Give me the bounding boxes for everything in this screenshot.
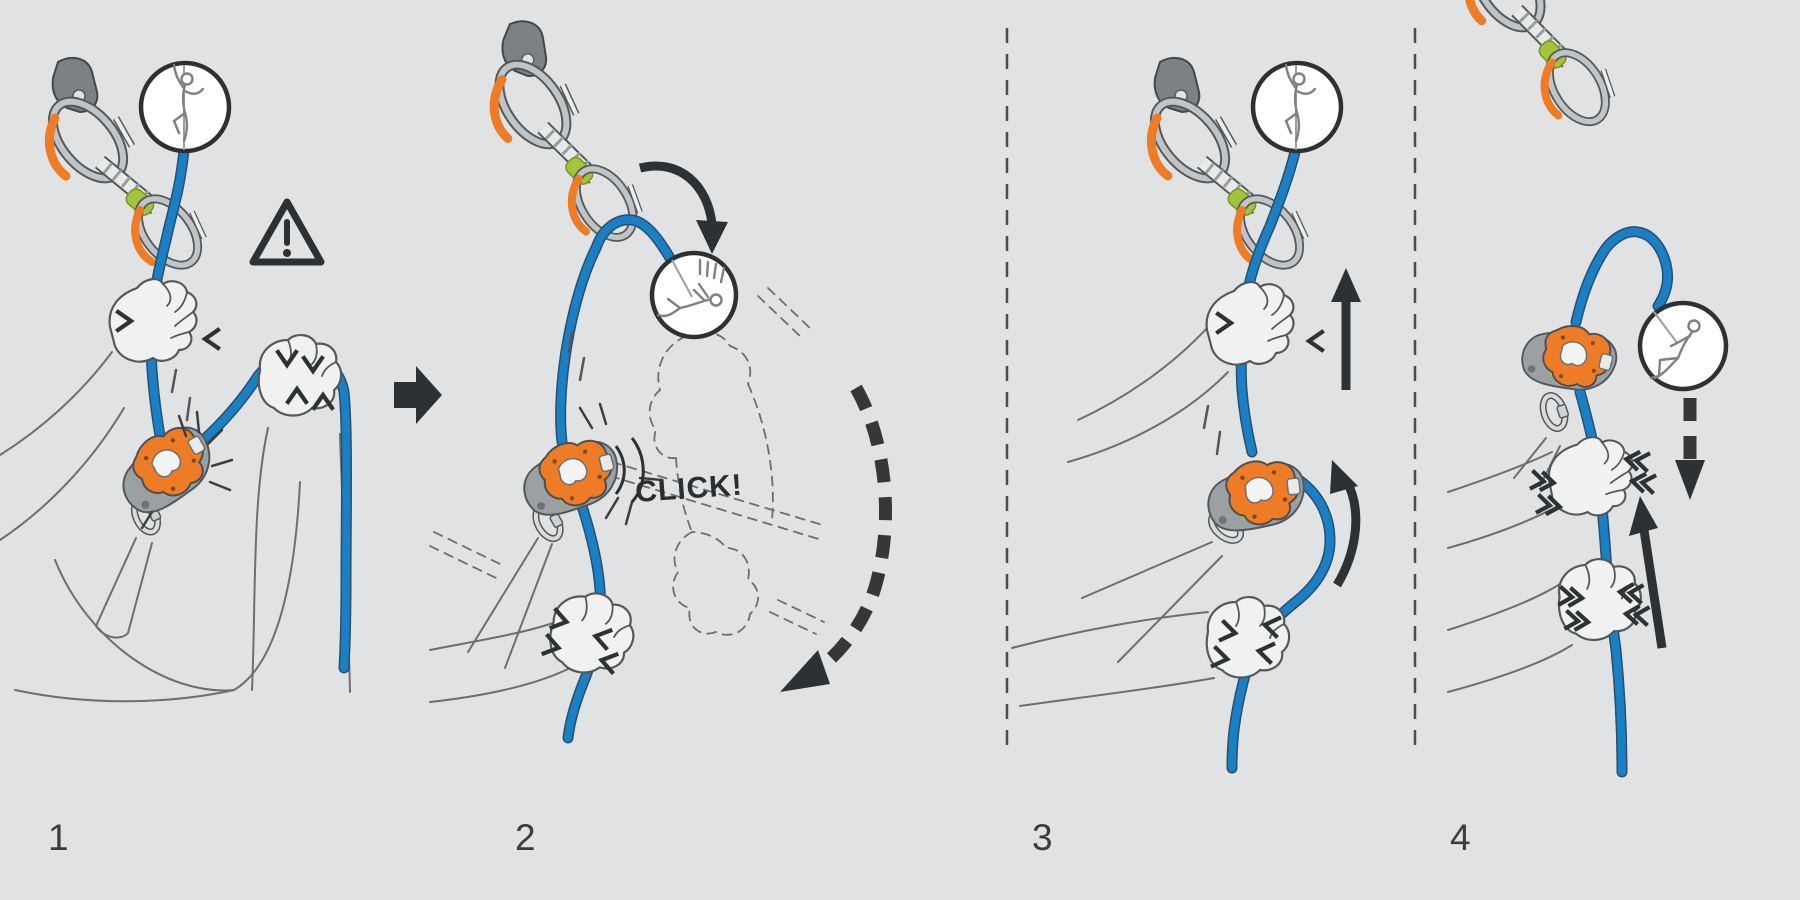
rope-motion-ticks bbox=[567, 330, 586, 382]
belayer-arm-outline bbox=[1011, 317, 1229, 707]
climbing-figure-badge bbox=[138, 60, 232, 154]
panel-step-2: CLICK! 2 bbox=[429, 18, 892, 858]
falling-figure-badge bbox=[649, 250, 739, 340]
pull-up-arrow-icon bbox=[1331, 268, 1361, 390]
next-step-arrow-icon bbox=[394, 366, 442, 424]
panel-step-1: 1 bbox=[0, 58, 352, 858]
guide-hand bbox=[108, 277, 198, 363]
belay-device bbox=[1202, 455, 1310, 535]
rope-motion-ticks bbox=[170, 368, 192, 422]
belay-device bbox=[1515, 313, 1624, 401]
lower-dashed-arrow-icon bbox=[1675, 398, 1705, 500]
swing-dashed-arrow-icon bbox=[780, 384, 892, 692]
locking-carabiner bbox=[1539, 392, 1571, 431]
step-number-2: 2 bbox=[515, 817, 536, 858]
rotate-up-arrow-icon bbox=[1330, 460, 1361, 588]
belayer-arm-outline bbox=[429, 621, 571, 703]
climbing-figure-badge bbox=[1250, 60, 1344, 154]
belay-loop-lines bbox=[1081, 541, 1223, 663]
brake-hand-fist bbox=[544, 586, 640, 680]
step-number-4: 4 bbox=[1450, 817, 1471, 858]
belay-device bbox=[513, 430, 628, 523]
rotate-arrow-icon bbox=[638, 161, 728, 254]
shock-marks bbox=[140, 410, 234, 530]
warning-icon bbox=[249, 198, 325, 266]
lowering-figure-badge bbox=[1637, 300, 1729, 392]
click-label: CLICK! bbox=[634, 469, 744, 509]
panel-step-4: 4 bbox=[1445, 0, 1729, 858]
panel-step-3: 3 bbox=[1011, 58, 1361, 858]
belay-loop-lines bbox=[95, 537, 153, 639]
quickdraw bbox=[1445, 0, 1637, 135]
ghost-outline bbox=[429, 287, 827, 636]
belay-loop-lines bbox=[467, 537, 553, 669]
step-number-1: 1 bbox=[48, 817, 69, 858]
rope-motion-ticks bbox=[1202, 404, 1222, 456]
click-burst bbox=[578, 402, 664, 526]
climber-rope bbox=[555, 214, 676, 448]
step-number-3: 3 bbox=[1032, 817, 1053, 858]
guide-hand bbox=[1205, 280, 1295, 366]
feed-up-arrow-icon bbox=[1629, 496, 1667, 649]
